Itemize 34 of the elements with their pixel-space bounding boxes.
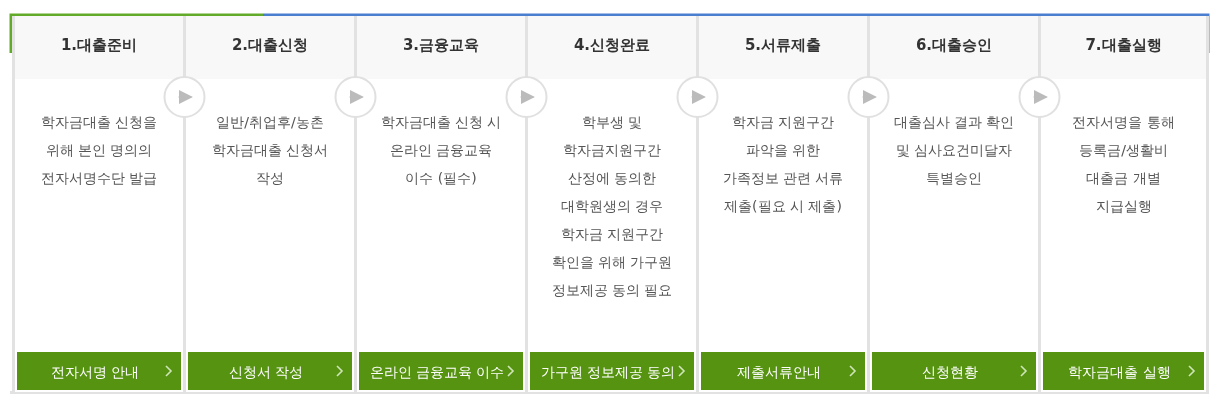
step-column xyxy=(1038,16,1209,392)
step-column xyxy=(696,16,867,392)
arrow xyxy=(334,76,377,118)
link-button: 신청서 작성 xyxy=(188,352,352,390)
link-button: 제출서류안내 xyxy=(701,352,865,390)
step-description: 대출심사 결과 확인 및 심사요건미달자 특별승인 xyxy=(892,113,1016,188)
step-description: 학자금대출 신청 시 온라인 금융교육 이수 (필수) xyxy=(379,113,503,188)
arrow xyxy=(847,76,890,118)
step-title: 2.대출신청 xyxy=(230,36,310,55)
link-button: 신청현황 xyxy=(872,352,1036,390)
step-title: 3.금융교육 xyxy=(401,36,481,55)
step-description: 학부생 및 학자금지원구간 산정에 동의한 대학원생의 경우 학자금 지원구간 확인을 위해 가구원 정보제공 동의 필요 xyxy=(550,113,674,300)
link-button: 가구원 정보제공 동의 xyxy=(530,352,694,390)
step-title: 5.서류제출 xyxy=(743,36,823,55)
link-button: 학자금대출 실행 xyxy=(1043,352,1204,390)
step-title: 7.대출실행 xyxy=(1084,36,1163,55)
step-column xyxy=(354,16,525,392)
arrow xyxy=(505,76,548,118)
step-title: 6.대출승인 xyxy=(914,36,994,55)
step-column xyxy=(12,16,183,392)
step-title: 4.신청완료 xyxy=(572,36,652,55)
arrow xyxy=(1018,76,1061,118)
step-column xyxy=(525,16,696,392)
arrow xyxy=(676,76,719,118)
arrow xyxy=(163,76,206,118)
step-description: 학자금 지원구간 파악을 위한 가족정보 관련 서류 제출(필요 시 제출) xyxy=(721,113,845,216)
step-column xyxy=(867,16,1038,392)
step-description: 일반/취업후/농촌 학자금대출 신청서 작성 xyxy=(210,113,330,188)
link-button: 전자서명 안내 xyxy=(17,352,181,390)
step-description: 학자금대출 신청을 위해 본인 명의의 전자서명수단 발급 xyxy=(39,113,159,188)
link-button: 온라인 금융교육 이수 xyxy=(359,352,523,390)
step-description: 전자서명을 통해 등록금/생활비 대출금 개별 지급실행 xyxy=(1071,113,1176,216)
step-column xyxy=(183,16,354,392)
step-title: 1.대출준비 xyxy=(59,36,139,55)
